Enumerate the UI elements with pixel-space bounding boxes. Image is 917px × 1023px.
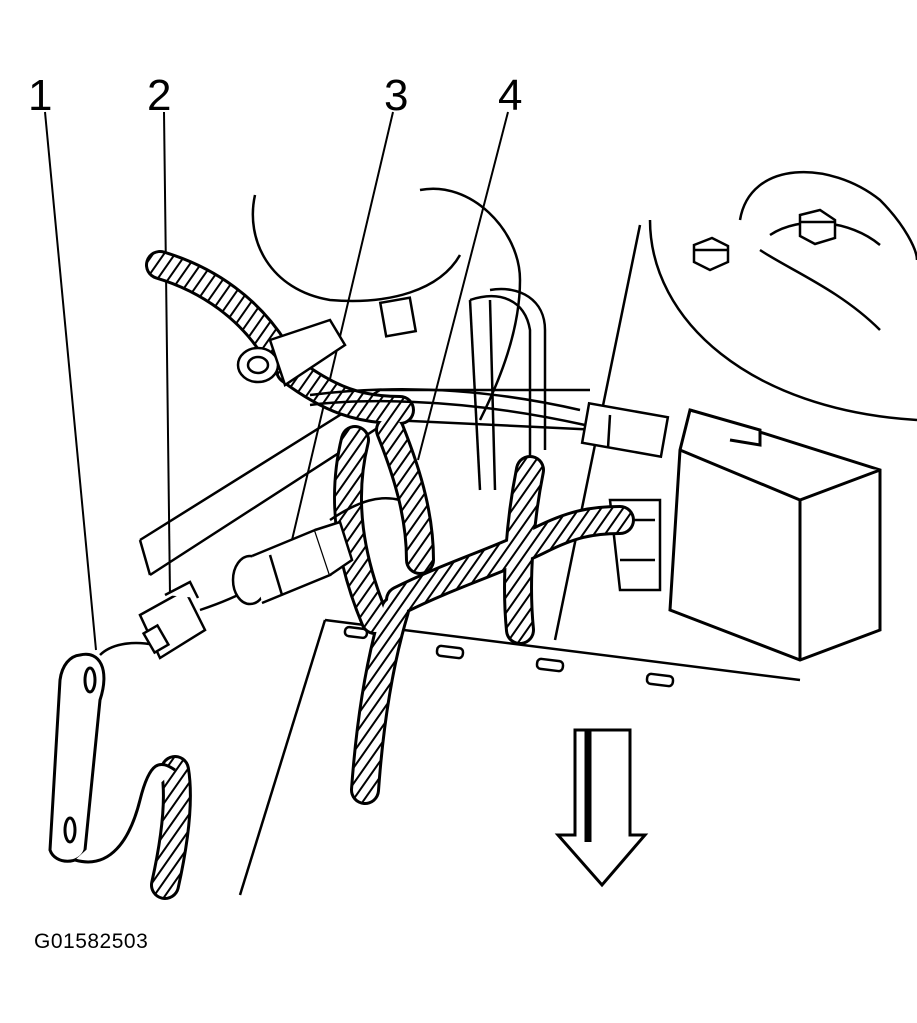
wiring-harness xyxy=(145,250,635,900)
callout-3: 3 xyxy=(384,71,409,120)
panel-slot xyxy=(343,625,369,640)
background-duct xyxy=(251,187,547,460)
connector-clip xyxy=(138,580,207,660)
callout-4: 4 xyxy=(498,71,523,120)
leader-line-2 xyxy=(163,111,171,596)
leader-line-3 xyxy=(291,111,394,541)
ground-strap xyxy=(48,652,176,864)
callout-1: 1 xyxy=(28,71,53,120)
strut-nut-icon xyxy=(692,236,730,272)
module-connector-upper xyxy=(580,401,670,459)
strut-tower xyxy=(648,170,917,422)
callout-2: 2 xyxy=(147,71,172,120)
leader-line-1 xyxy=(44,111,97,651)
strut-bolt-icon xyxy=(798,208,837,246)
harness-clamp xyxy=(236,296,418,387)
panel-slot xyxy=(535,657,565,673)
control-module xyxy=(668,408,882,662)
panel-slot xyxy=(435,644,465,660)
electrical-connector xyxy=(231,520,354,606)
down-arrow-icon xyxy=(554,728,649,888)
panel-slot xyxy=(645,672,675,688)
figure-id: G01582503 xyxy=(34,930,149,953)
